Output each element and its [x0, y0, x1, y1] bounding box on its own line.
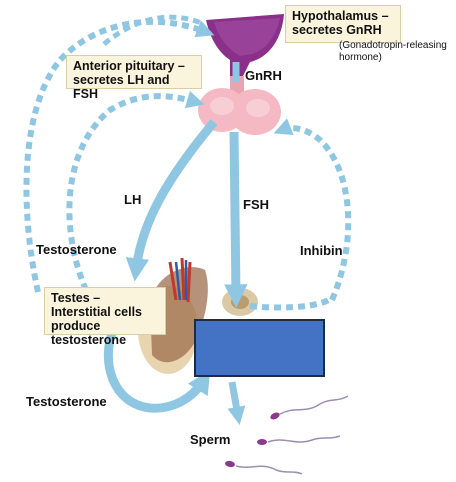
lh-arrow	[125, 119, 218, 282]
testosterone-feedback-top	[102, 14, 205, 46]
inhibin-connector	[249, 293, 337, 311]
inhibin-feedback-arrow	[273, 118, 352, 302]
gnrh-label: GnRH	[245, 68, 282, 83]
fsh-label: FSH	[243, 197, 269, 212]
testosterone-loop-arrow	[103, 326, 211, 413]
testosterone-label-left: Testosterone	[36, 242, 117, 257]
fsh-arrow	[224, 131, 248, 308]
gnrh-definition: (Gonadotropin-releasing hormone)	[339, 40, 453, 64]
sperm-label: Sperm	[190, 432, 231, 447]
testosterone-feedback-pituitary	[66, 90, 205, 292]
lh-label: LH	[124, 192, 142, 207]
blue-cover-box	[194, 319, 325, 377]
sperm-cells	[225, 395, 349, 475]
hypothalamus-label: Hypothalamus – secretes GnRH	[292, 9, 389, 37]
testes-label-box: Testes – Interstitial cells produce test…	[44, 287, 166, 347]
pituitary-label: Anterior pituitary – secretes LH and FSH	[73, 59, 185, 101]
inhibin-label: Inhibin	[300, 243, 343, 258]
hypothalamus-label-box: Hypothalamus – secretes GnRH	[285, 5, 401, 43]
sperm-arrow	[227, 381, 246, 425]
pituitary-label-box: Anterior pituitary – secretes LH and FSH	[66, 55, 202, 101]
testes-label: Testes – Interstitial cells produce test…	[51, 291, 143, 347]
hypothalamus-illustration	[206, 14, 284, 78]
testosterone-feedback-hypothalamus	[23, 18, 215, 293]
testosterone-label-bottom: Testosterone	[26, 394, 107, 409]
gnrh-definition-text: (Gonadotropin-releasing hormone)	[339, 40, 447, 63]
